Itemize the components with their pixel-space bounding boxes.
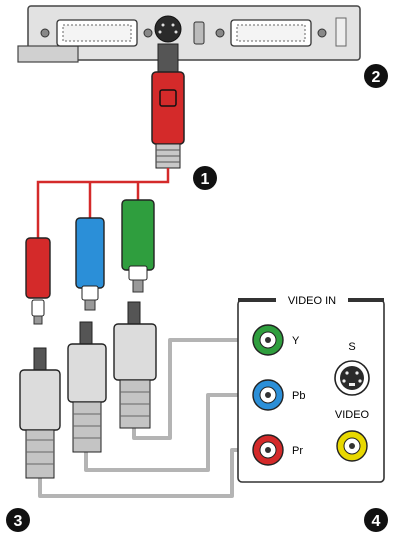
split-cable (36, 168, 170, 238)
svg-text:1: 1 (201, 171, 210, 188)
callout-1: 1 (193, 166, 217, 190)
callout-3: 3 (6, 508, 30, 532)
pr-jack-label: Pr (292, 445, 303, 457)
video-label: VIDEO (335, 409, 370, 421)
y-jack-label: Y (292, 335, 300, 347)
pb-jack-label: Pb (292, 390, 305, 402)
blue-component-plug (75, 217, 105, 311)
s-video-label: S (348, 341, 355, 353)
y-jack[interactable] (252, 324, 284, 356)
svg-text:3: 3 (14, 513, 23, 530)
pb-jack[interactable] (252, 379, 284, 411)
callout-4: 4 (364, 508, 388, 532)
dvi-port-left (40, 19, 153, 47)
composite-video-jack[interactable] (336, 430, 368, 462)
panel-title: VIDEO IN (288, 295, 336, 307)
callout-2: 2 (364, 64, 388, 88)
card-svideo-port (154, 15, 182, 43)
rca-plug-right (113, 301, 157, 429)
dvi-port-right (215, 19, 327, 47)
red-component-plug (25, 237, 51, 325)
graphics-card-bracket (17, 5, 361, 63)
pr-jack[interactable] (252, 434, 284, 466)
svg-text:4: 4 (372, 513, 381, 530)
rca-plug-middle (67, 321, 107, 453)
s-video-jack[interactable] (334, 360, 370, 396)
video-in-panel: VIDEO IN Y Pb Pr S (237, 295, 385, 483)
s-video-plug (151, 43, 185, 169)
rca-plug-left (19, 347, 61, 479)
green-component-plug (121, 199, 155, 293)
svg-text:2: 2 (372, 69, 381, 86)
